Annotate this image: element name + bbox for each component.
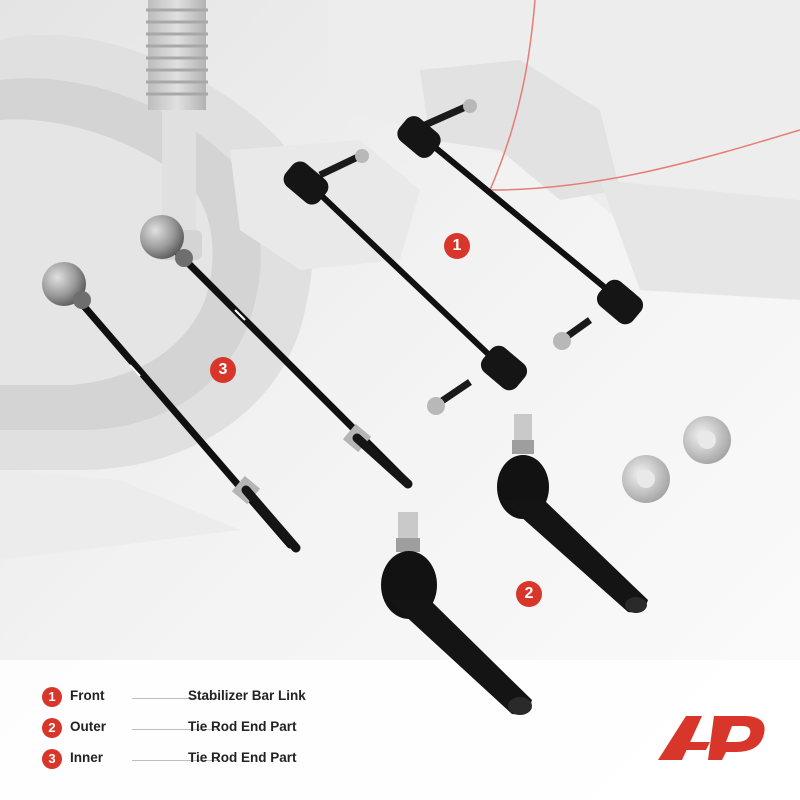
- legend-label: Inner: [70, 750, 104, 765]
- legend-label: Front: [70, 688, 105, 703]
- legend-number: 2: [42, 718, 62, 738]
- legend-divider: [132, 760, 220, 761]
- inner-tie-rod-right: [140, 215, 413, 489]
- stabilizer-link-right: [397, 99, 644, 350]
- callout-badge-2: 2: [516, 581, 542, 607]
- callout-badge-3: 3: [210, 357, 236, 383]
- outer-tie-rod-end-right: [497, 414, 648, 613]
- legend-number: 1: [42, 687, 62, 707]
- lock-washer-upper: [683, 416, 731, 464]
- outer-tie-rod-end-left: [381, 512, 532, 715]
- legend-divider: [132, 729, 220, 730]
- inner-tie-rod-left: [42, 262, 301, 553]
- callout-badge-1: 1: [444, 233, 470, 259]
- legend-description: Tie Rod End Part: [188, 719, 297, 734]
- lock-washer-lower: [622, 455, 670, 503]
- legend-description: Tie Rod End Part: [188, 750, 297, 765]
- legend-divider: [132, 698, 220, 699]
- legend-description: Stabilizer Bar Link: [188, 688, 306, 703]
- legend-number: 3: [42, 749, 62, 769]
- stabilizer-link-left: [283, 149, 528, 415]
- legend-label: Outer: [70, 719, 107, 734]
- brand-logo-icon: [658, 716, 765, 760]
